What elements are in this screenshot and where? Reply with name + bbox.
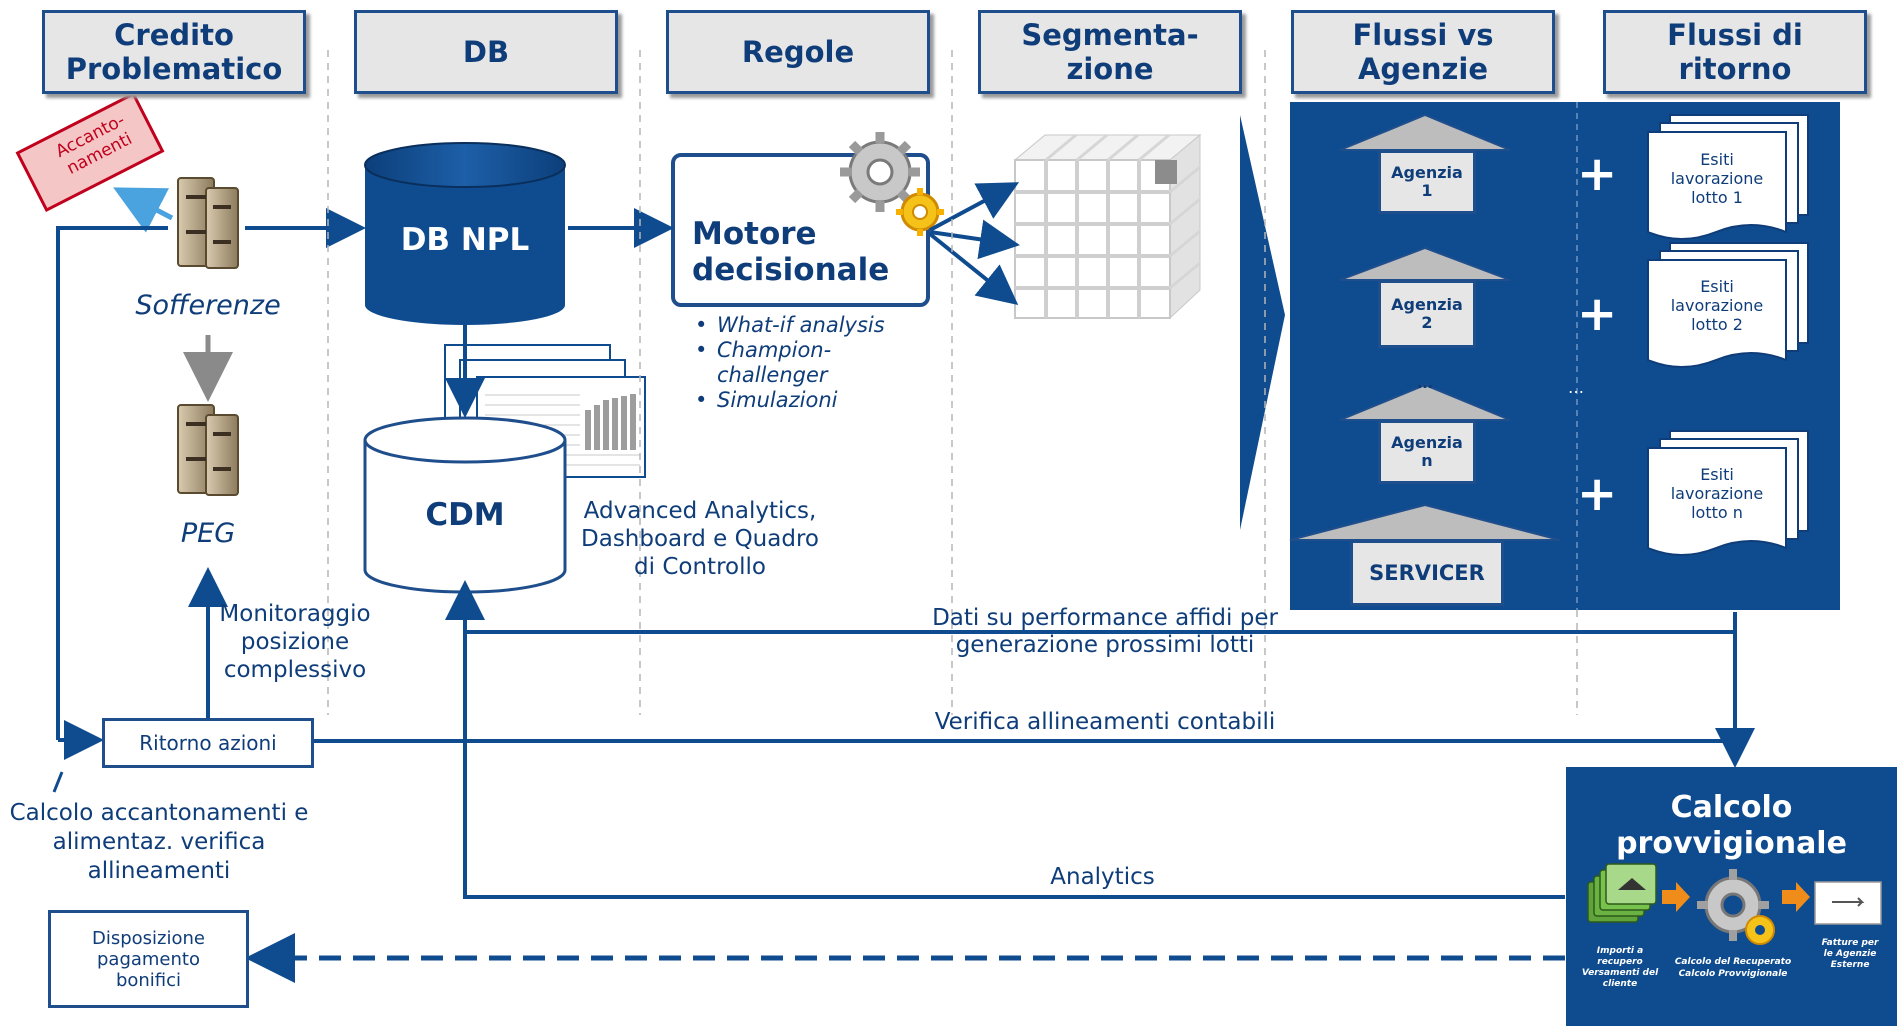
calcolo-orange-arrow-2	[1782, 882, 1810, 912]
header-regole: Regole	[666, 10, 930, 94]
rules-bullet-1: •What-if analysis	[695, 313, 885, 337]
db-npl-label: DB NPL	[400, 222, 530, 258]
return-lotto-1-label: Esiti lavorazione lotto 1	[1670, 150, 1764, 207]
sofferenze-label: Sofferenze	[135, 290, 281, 321]
header-flussi-vs-agenzie: Flussi vs Agenzie	[1291, 10, 1555, 94]
agency-n-box: Agenzia n	[1378, 420, 1476, 484]
calcolo-step1-caption: Importi a recupero Versamenti del client…	[1581, 946, 1659, 989]
cdm-cylinder	[363, 416, 567, 594]
servicer-box: SERVICER	[1350, 540, 1504, 606]
verifica-flow-label: Verifica allineamenti contabili	[934, 709, 1276, 735]
sofferenze-server-icon	[177, 177, 239, 269]
gear-icon	[840, 132, 944, 236]
calcolo-orange-arrow-1	[1662, 882, 1690, 912]
return-stack-n	[1647, 430, 1809, 556]
rules-bullet-2: •Champion- challenger	[695, 338, 832, 387]
accantonamenti-box	[15, 91, 165, 213]
engine-to-cube-arrow-2	[929, 219, 1020, 260]
return-stack-2	[1647, 242, 1809, 368]
peg-label: PEG	[180, 518, 236, 549]
sofferenze-to-accantonamenti-arrow	[113, 187, 174, 233]
header-segmentazione: Segmenta- zione	[978, 10, 1242, 94]
header-credito-problematico: Credito Problematico	[42, 10, 306, 94]
segment-to-agency-chevron	[1240, 115, 1285, 530]
engine-to-cube-arrow-1	[929, 182, 1020, 232]
performance-flow-label: Dati su performance affidi per generazio…	[932, 605, 1278, 658]
header-db: DB	[354, 10, 618, 94]
plus-icon-2: +	[1577, 286, 1618, 342]
calcolo-gear-icon	[1697, 869, 1775, 945]
plus-ellipsis: …	[1568, 378, 1584, 397]
calcolo-accantonamenti-note: Calcolo accantonamenti e alimentaz. veri…	[9, 800, 309, 884]
return-stack-1	[1647, 114, 1809, 240]
return-lotto-2-label: Esiti lavorazione lotto 2	[1670, 277, 1764, 334]
analytics-caption: Advanced Analytics, Dashboard e Quadro d…	[581, 498, 819, 580]
rules-bullet-3: •Simulazioni	[695, 388, 838, 412]
disposizione-box: Disposizione pagamento bonifici	[48, 910, 249, 1008]
monitoraggio-label: Monitoraggio posizione complessivo	[219, 601, 371, 683]
analytics-feedback-line	[445, 580, 1565, 899]
peg-server-icon	[177, 404, 239, 496]
calcolo-step3-caption: Fatture per le Agenzie Esterne	[1821, 938, 1879, 970]
db-npl-cylinder	[364, 142, 566, 325]
calcolo-slash-mark	[52, 771, 64, 793]
money-stack-icon	[1587, 863, 1657, 923]
analytics-flow-label: Analytics	[1050, 864, 1155, 890]
engine-label: Motore decisionale	[692, 216, 890, 288]
agency-ellipsis: …	[1417, 373, 1433, 392]
ritorno-azioni-box: Ritorno azioni	[102, 718, 314, 768]
header-flussi-di-ritorno: Flussi di ritorno	[1603, 10, 1867, 94]
return-lotto-n-label: Esiti lavorazione lotto n	[1670, 465, 1764, 522]
calcolo-title: Calcolo provvigionale	[1616, 790, 1847, 861]
engine-to-cube-arrow-3	[928, 232, 1019, 306]
invoice-icon	[1814, 881, 1882, 925]
rules-bullet-list: •What-if analysis •Champion- challenger …	[695, 313, 945, 413]
cdm-label: CDM	[425, 497, 505, 533]
agency-2-box: Agenzia 2	[1378, 280, 1476, 348]
segmentation-cube	[1013, 133, 1202, 320]
plus-icon-1: +	[1577, 146, 1618, 202]
calcolo-step2-caption: Calcolo del Recuperato Calcolo Provvigio…	[1674, 957, 1792, 979]
left-loop-top	[56, 226, 168, 740]
agency-1-box: Agenzia 1	[1378, 150, 1476, 214]
returns-ellipsis: …	[1712, 378, 1728, 397]
plus-icon-n: +	[1577, 466, 1618, 522]
